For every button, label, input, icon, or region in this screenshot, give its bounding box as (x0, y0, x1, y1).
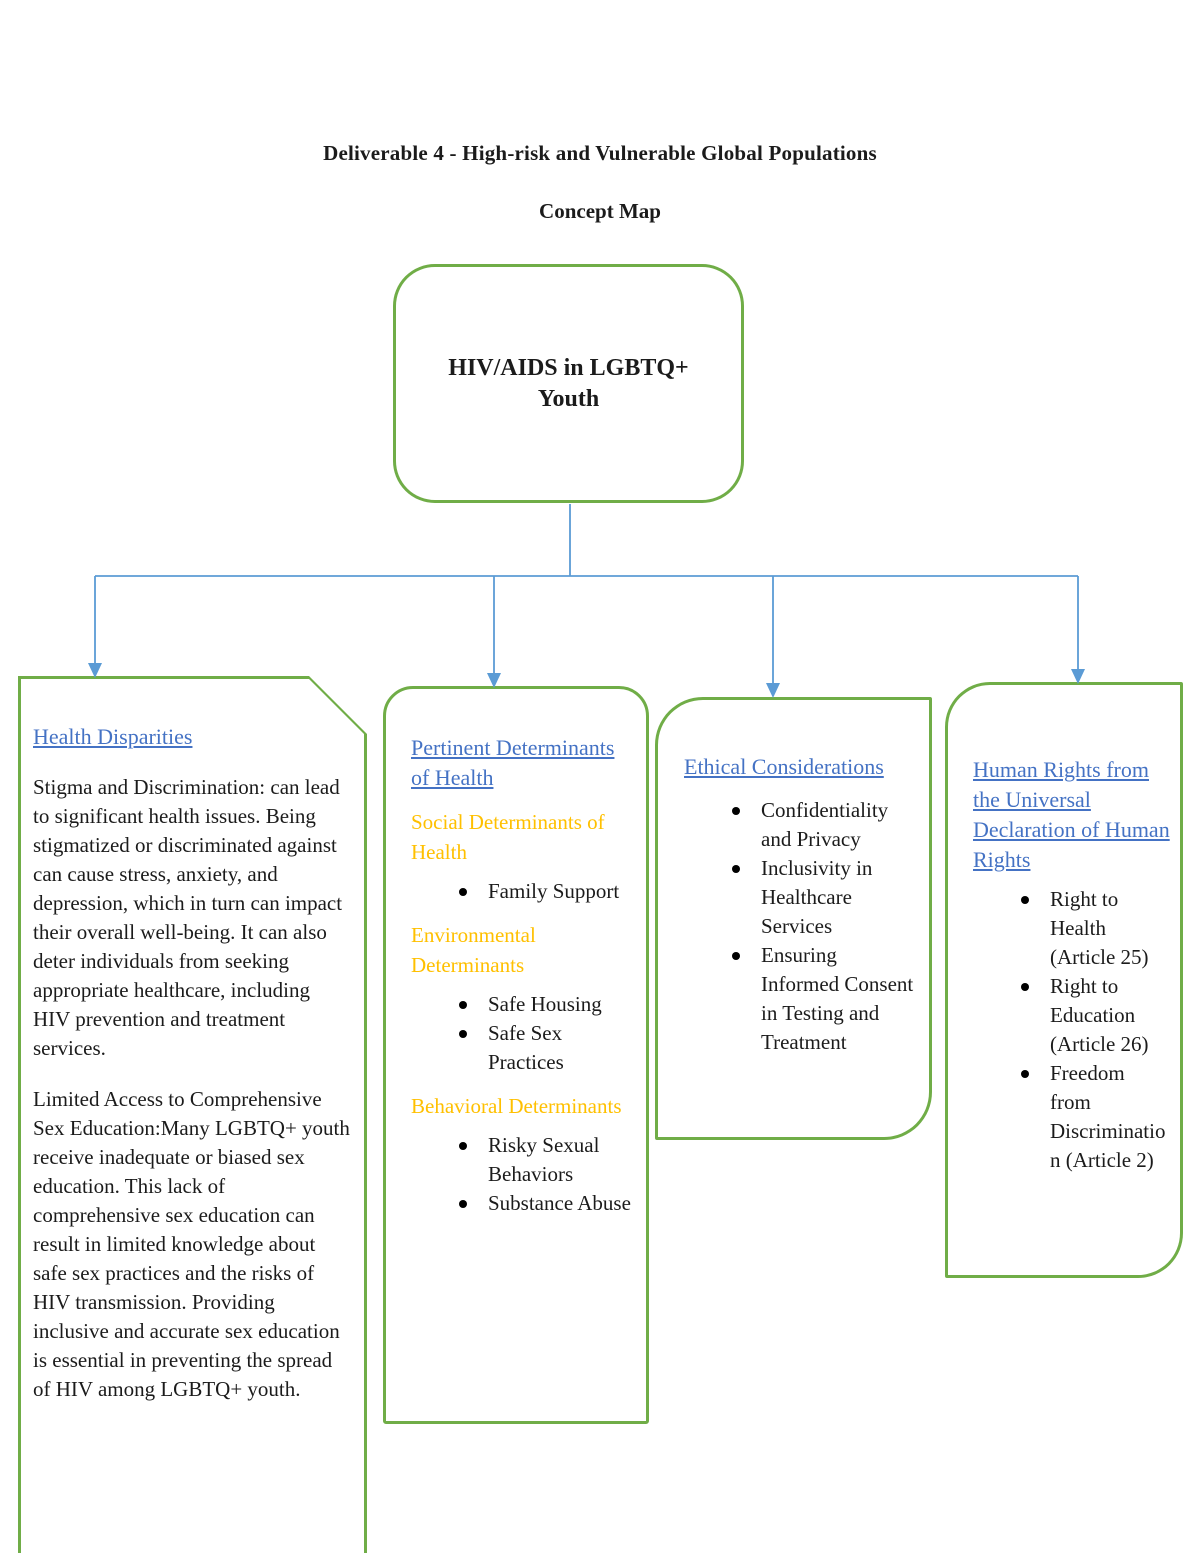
list-item: Safe Sex Practices (456, 1019, 634, 1077)
subhead-environmental-determinants: Environmental Determinants (411, 923, 536, 977)
list-item: Right to Education (Article 26) (1018, 972, 1170, 1059)
list-item: Freedom from Discrimination (Article 2) (1018, 1059, 1170, 1175)
human-rights-heading-link[interactable]: Human Rights from the Universal Declarat… (973, 757, 1170, 872)
document-title: Deliverable 4 - High-risk and Vulnerable… (323, 141, 877, 165)
behavioral-determinants-list: Risky Sexual Behaviors Substance Abuse (411, 1131, 634, 1218)
list-item: Safe Housing (456, 990, 634, 1019)
ethical-considerations-heading-link[interactable]: Ethical Considerations (684, 754, 884, 779)
list-item: Ensuring Informed Consent in Testing and… (729, 941, 915, 1057)
list-item: Risky Sexual Behaviors (456, 1131, 634, 1189)
list-item: Family Support (456, 877, 634, 906)
determinants-heading-link[interactable]: Pertinent Determinants of Health (411, 735, 615, 790)
health-disparities-heading-link[interactable]: Health Disparities (33, 724, 193, 749)
environmental-determinants-list: Safe Housing Safe Sex Practices (411, 990, 634, 1077)
ethical-considerations-list: Confidentiality and Privacy Inclusivity … (684, 796, 915, 1057)
branch-determinants: Pertinent Determinants of Health Social … (383, 686, 649, 1424)
list-item: Substance Abuse (456, 1189, 634, 1218)
social-determinants-list: Family Support (411, 877, 634, 906)
subhead-social-determinants: Social Determinants of Health (411, 810, 605, 864)
branch-human-rights: Human Rights from the Universal Declarat… (945, 682, 1183, 1278)
root-node-label: HIV/AIDS in LGBTQ+ Youth (448, 354, 689, 412)
root-node: HIV/AIDS in LGBTQ+ Youth (393, 264, 744, 503)
list-item: Inclusivity in Healthcare Services (729, 854, 915, 941)
document-subtitle: Concept Map (539, 199, 661, 223)
arrowhead-ethical-icon (766, 683, 780, 698)
list-item: Confidentiality and Privacy (729, 796, 915, 854)
health-disparities-paragraph-education: Limited Access to Comprehensive Sex Educ… (33, 1087, 350, 1401)
branch-health-disparities-fill (21, 679, 364, 1553)
health-disparities-paragraph-stigma: Stigma and Discrimination: can lead to s… (33, 775, 343, 1060)
human-rights-list: Right to Health (Article 25) Right to Ed… (973, 885, 1170, 1175)
subhead-behavioral-determinants: Behavioral Determinants (411, 1094, 622, 1118)
list-item: Right to Health (Article 25) (1018, 885, 1170, 972)
branch-health-disparities: Health Disparities Stigma and Discrimina… (18, 676, 367, 1553)
branch-ethical-considerations: Ethical Considerations Confidentiality a… (655, 697, 932, 1140)
